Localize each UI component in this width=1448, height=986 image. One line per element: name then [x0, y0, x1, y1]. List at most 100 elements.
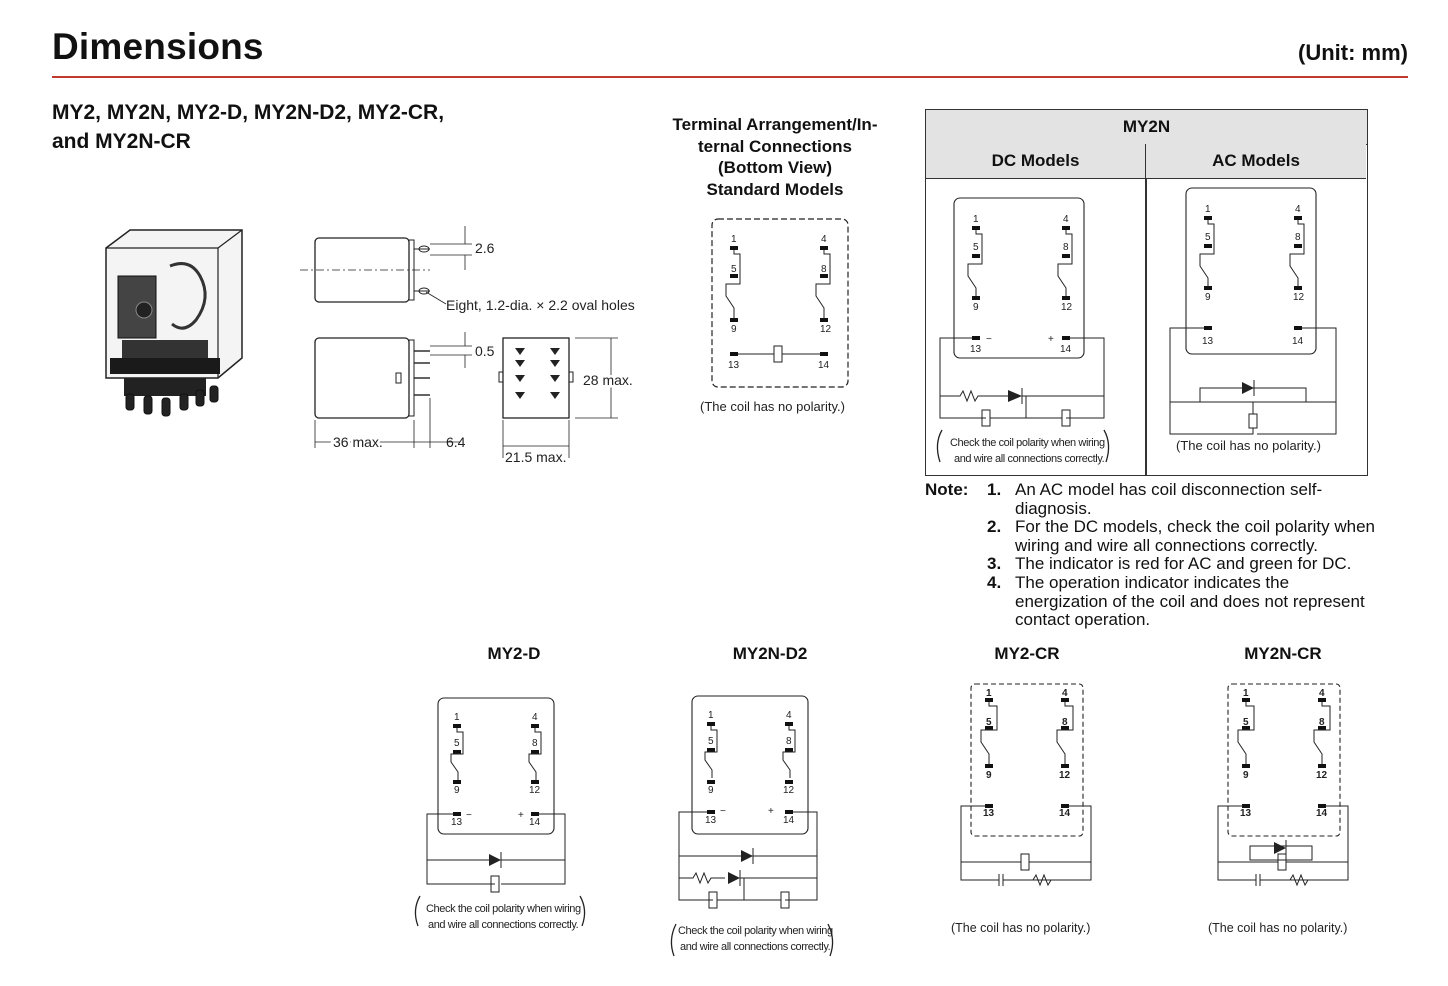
my2-d-title: MY2-D	[487, 644, 541, 663]
my2ncr-pin-14: 14	[1316, 808, 1328, 819]
my2cr-pin-8: 8	[1062, 717, 1068, 728]
note-line: contact operation.	[1015, 610, 1151, 630]
model-series-line-2: and MY2N-CR	[52, 130, 191, 153]
note-line: energization of the coil and does not re…	[1015, 591, 1365, 611]
pin-12: 12	[820, 324, 832, 335]
note-number: 3.	[987, 554, 1002, 574]
pin-5: 5	[731, 264, 737, 275]
model-series-title: MY2, MY2N, MY2-D, MY2N-D2, MY2-CR, and M…	[52, 98, 512, 156]
my2cr-pin-14: 14	[1059, 808, 1071, 819]
ac-pin-14: 14	[1292, 336, 1304, 347]
unit-label: (Unit: mm)	[1298, 40, 1408, 65]
ac-pin-12: 12	[1293, 292, 1305, 303]
pin-13: 13	[728, 360, 740, 371]
dim-21-5: 21.5 max.	[505, 449, 566, 465]
my2nd2-pin-12: 12	[783, 785, 795, 796]
dc-minus: −	[986, 334, 992, 345]
my2-d-diagram: 1 4 5 8 9 12 13 14 − + Check the coil po…	[414, 697, 586, 931]
standard-terminal-diagram: 1 4 5 8 9 12 13 14 (The coil has no pola…	[700, 218, 849, 414]
my2nd2-pin-4: 4	[786, 710, 792, 721]
my2ncr-pin-1: 1	[1243, 688, 1249, 699]
note-number: 2.	[987, 517, 1002, 537]
note-line: An AC model has coil disconnection self-	[1015, 480, 1323, 499]
dc-caption-line-2: and wire all connections correctly.	[954, 453, 1105, 465]
note-number: 4.	[987, 572, 1002, 592]
dim-oval-holes: Eight, 1.2-dia. × 2.2 oval holes	[446, 297, 635, 313]
dc-pin-1: 1	[973, 214, 979, 225]
my2d-pin-1: 1	[454, 712, 460, 723]
my2n-cr-diagram: 1 4 5 8 9 12 13 14 (The coil has no pola…	[1208, 683, 1349, 935]
my2n-table-heading: MY2N	[926, 110, 1367, 145]
my2d-pin-5: 5	[454, 738, 460, 749]
model-series-line-1: MY2, MY2N, MY2-D, MY2N-D2, MY2-CR,	[52, 101, 445, 124]
top-view-drawing: 2.6 Eight, 1.2-dia. × 2.2 oval holes 0.5…	[300, 226, 635, 465]
my2nd2-caption-line-2: and wire all connections correctly.	[680, 941, 831, 953]
my2nd2-minus: −	[720, 806, 726, 817]
note-line: diagnosis.	[1015, 498, 1092, 518]
my2d-pin-12: 12	[529, 785, 541, 796]
terminal-title-line-3: (Bottom View)	[718, 158, 832, 177]
notes-list: Note: 1. An AC model has coil disconnect…	[925, 480, 1415, 630]
dim-0-5: 0.5	[475, 343, 495, 359]
note-item-3: 3. The indicator is red for AC and green…	[925, 555, 1415, 574]
my2d-pin-8: 8	[532, 738, 538, 749]
terminal-title-line-4: Standard Models	[706, 179, 844, 199]
note-text: An AC model has coil disconnection self-…	[1015, 480, 1415, 518]
dim-2-6: 2.6	[475, 240, 495, 256]
dc-pin-8: 8	[1063, 242, 1069, 253]
dc-pin-4: 4	[1063, 214, 1069, 225]
my2n-cr-title: MY2N-CR	[1244, 644, 1322, 663]
my2ncr-pin-12: 12	[1316, 770, 1328, 781]
my2ncr-pin-4: 4	[1319, 688, 1325, 699]
my2-cr-title: MY2-CR	[994, 644, 1060, 663]
note-line: The indicator is red for AC and green fo…	[1015, 554, 1352, 574]
my2d-plus: +	[518, 810, 524, 821]
my2n-ac-diagram: 1 4 5 8 9 12 13 14 (The coil has no pola…	[1169, 187, 1337, 453]
ac-pin-1: 1	[1205, 204, 1211, 215]
pin-1: 1	[731, 234, 737, 245]
my2n-d2-title: MY2N-D2	[732, 644, 808, 663]
ac-caption: (The coil has no polarity.)	[1176, 438, 1321, 453]
my2cr-pin-4: 4	[1062, 688, 1068, 699]
ac-pin-5: 5	[1205, 232, 1211, 243]
pin-8: 8	[821, 264, 827, 275]
standard-coil-caption: (The coil has no polarity.)	[700, 399, 845, 414]
my2ncr-pin-5: 5	[1243, 717, 1249, 728]
note-label: Note:	[925, 480, 969, 499]
dc-plus: +	[1048, 334, 1054, 345]
my2d-pin-9: 9	[454, 785, 460, 796]
ac-pin-8: 8	[1295, 232, 1301, 243]
my2cr-pin-9: 9	[986, 770, 992, 781]
dim-28: 28 max.	[583, 372, 633, 388]
dim-36: 36 max.	[333, 434, 383, 450]
dc-caption-line-1: Check the coil polarity when wiring	[950, 437, 1105, 449]
note-line: For the DC models, check the coil polari…	[1015, 517, 1375, 537]
terminal-arrangement-title: Terminal Arrangement/In- ternal Connecti…	[640, 114, 910, 200]
my2n-d2-diagram: 1 4 5 8 9 12 13 14 − + Check the coil po…	[670, 695, 833, 957]
my2cr-pin-12: 12	[1059, 770, 1071, 781]
my2d-caption-line-2: and wire all connections correctly.	[428, 919, 579, 931]
my2d-pin-4: 4	[532, 712, 538, 723]
ac-pin-9: 9	[1205, 292, 1211, 303]
pin-14: 14	[818, 360, 830, 371]
my2-cr-diagram: 1 4 5 8 9 12 13 14 (The coil has no pola…	[951, 683, 1092, 935]
my2ncr-pin-8: 8	[1319, 717, 1325, 728]
my2d-minus: −	[466, 810, 472, 821]
table-divider	[1145, 178, 1147, 475]
note-text: The operation indicator indicates the en…	[1015, 573, 1415, 630]
ac-pin-13: 13	[1202, 336, 1214, 347]
my2n-dc-diagram: 1 4 5 8 9 12 13 14 − + Check the coil po…	[936, 197, 1110, 465]
my2ncr-pin-9: 9	[1243, 770, 1249, 781]
dim-6-4: 6.4	[446, 434, 466, 450]
terminal-title-line-1: Terminal Arrangement/In-	[672, 115, 878, 134]
my2nd2-pin-9: 9	[708, 785, 714, 796]
my2d-pin-14: 14	[529, 817, 541, 828]
note-number: 1.	[987, 480, 1002, 499]
my2nd2-caption-line-1: Check the coil polarity when wiring	[678, 925, 833, 937]
page-title: Dimensions	[52, 26, 264, 67]
terminal-title-line-2: ternal Connections	[698, 136, 852, 156]
title-rule	[52, 76, 1408, 78]
my2ncr-pin-13: 13	[1240, 808, 1252, 819]
my2nd2-pin-14: 14	[783, 815, 795, 826]
note-item-2: 2. For the DC models, check the coil pol…	[925, 517, 1415, 555]
